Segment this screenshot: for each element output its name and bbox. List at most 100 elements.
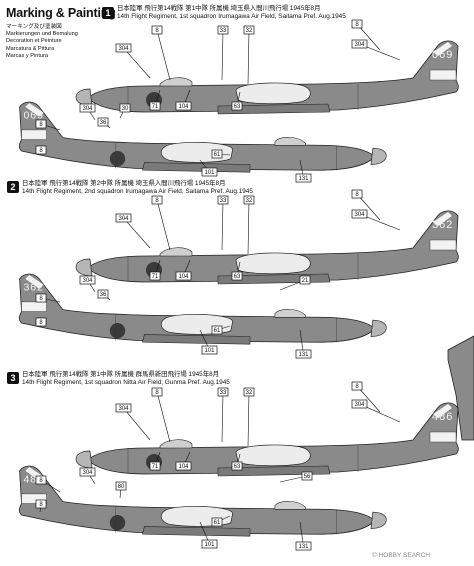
- callout-box: [149, 271, 161, 281]
- callout-label: 131: [298, 544, 309, 550]
- callout-label: 101: [204, 542, 215, 548]
- callout-box: [243, 195, 255, 205]
- translation-fr: Decoration et Peinture: [6, 38, 62, 45]
- translation-es: Marcas y Pintura: [6, 52, 48, 59]
- callout-label: 63: [234, 464, 241, 470]
- callout-label: 304: [354, 42, 365, 48]
- callout-box: [151, 387, 163, 397]
- callout-leader-line: [123, 217, 151, 249]
- callout-label: 63: [234, 104, 241, 110]
- callout-label: 8: [39, 122, 43, 128]
- scheme-number-1: 1: [102, 7, 114, 19]
- callout-leader-line: [221, 391, 224, 443]
- callout-box: [211, 149, 223, 159]
- scheme-2-jp: 日本陸軍 飛行第14戦隊 第2中隊 所属機 埼玉県入間川飛行場 1945年8月: [22, 180, 226, 187]
- callout-label: 80: [118, 484, 125, 490]
- scheme-2-code-left: 362: [23, 281, 43, 293]
- callout-label: 8: [155, 390, 159, 396]
- callout-label: 104: [178, 464, 189, 470]
- scheme-1-left-view: 069: [18, 101, 387, 173]
- footer-watermark: © HOBBY SEARCH: [372, 552, 431, 559]
- callout-box: [351, 399, 368, 409]
- callout-box: [151, 195, 163, 205]
- callout-label: 8: [39, 478, 43, 484]
- callout-box: [97, 289, 109, 299]
- scheme-1-code-right: 069: [432, 49, 453, 61]
- scheme-1-en: 14th Flight Regiment, 1st squadron Iruma…: [117, 13, 346, 20]
- callout-box: [175, 461, 192, 471]
- callout-label: 304: [82, 278, 93, 284]
- callout-box: [231, 101, 243, 111]
- callout-leader-line: [156, 29, 171, 81]
- callout-box: [201, 539, 218, 549]
- callout-box: [79, 467, 96, 477]
- callout-box: [211, 517, 223, 527]
- scheme-3-en: 14th Flight Regiment, 1st squadron Nitta…: [22, 379, 230, 386]
- callout-box: [295, 349, 312, 359]
- callout-box: [149, 461, 161, 471]
- callout-box: [301, 471, 313, 481]
- callout-label: 101: [204, 348, 215, 354]
- scheme-2-right-view: 362: [75, 210, 459, 285]
- callout-box: [175, 101, 192, 111]
- callout-label: 8: [155, 198, 159, 204]
- callout-label: 8: [355, 384, 359, 390]
- callout-box: [151, 25, 163, 35]
- callout-box: [299, 275, 311, 285]
- scheme-number-3: 3: [7, 372, 19, 384]
- callout-box: [295, 541, 312, 551]
- callout-box: [79, 103, 96, 113]
- callout-box: [35, 475, 47, 485]
- callout-box: [351, 39, 368, 49]
- scheme-3-code-right: 486: [432, 411, 453, 423]
- callout-label: 304: [354, 402, 365, 408]
- callout-label: 32: [246, 28, 253, 34]
- callout-box: [243, 387, 255, 397]
- callout-label: 8: [39, 320, 43, 326]
- callout-leader-line: [247, 199, 250, 255]
- callout-label: 36: [100, 120, 107, 126]
- callout-box: [35, 317, 47, 327]
- callout-leader-line: [156, 199, 171, 251]
- callout-leader-line: [247, 391, 250, 447]
- callout-label: 101: [204, 170, 215, 176]
- callout-box: [115, 43, 132, 53]
- page-title: Marking & Painting: [6, 6, 116, 20]
- scheme-2-code-right: 362: [432, 219, 453, 231]
- scheme-3-jp: 日本陸軍 飛行第14戦隊 第1中隊 所属機 群馬県新田飛行場 1945年8月: [22, 371, 220, 378]
- callout-label: 8: [355, 22, 359, 28]
- scheme-3-caption: 日本陸軍 飛行第14戦隊 第1中隊 所属機 群馬県新田飛行場 1945年8月 1…: [22, 371, 230, 387]
- scheme-2-left-view: 362: [18, 273, 387, 345]
- callout-label: 131: [298, 176, 309, 182]
- callout-box: [119, 103, 131, 113]
- callout-label: 304: [118, 406, 129, 412]
- translation-de: Markierungen und Bemalung: [6, 31, 78, 38]
- translation-ja: マーキング及び塗装図: [6, 24, 62, 30]
- callout-leader-line: [156, 391, 171, 443]
- callout-box: [35, 145, 47, 155]
- callout-label: 56: [304, 474, 311, 480]
- callout-label: 304: [118, 46, 129, 52]
- callout-box: [217, 387, 229, 397]
- callout-label: 63: [234, 274, 241, 280]
- callout-label: 61: [214, 520, 221, 526]
- callout-label: 104: [178, 104, 189, 110]
- callout-box: [115, 403, 132, 413]
- callout-label: 33: [220, 390, 227, 396]
- callout-leader-line: [221, 29, 224, 81]
- callout-label: 131: [298, 352, 309, 358]
- callout-label: 304: [82, 106, 93, 112]
- callout-box: [175, 271, 192, 281]
- callout-label: 304: [354, 212, 365, 218]
- callout-box: [295, 173, 312, 183]
- callout-label: 33: [220, 28, 227, 34]
- scheme-3-right-view: 486: [75, 402, 459, 477]
- callout-box: [115, 481, 127, 491]
- heading-translations: マーキング及び塗装図 Markierungen und Bemalung Dec…: [6, 24, 78, 60]
- scheme-number-2: 2: [7, 181, 19, 193]
- callout-box: [351, 19, 363, 29]
- callout-label: 71: [152, 274, 159, 280]
- callout-label: 304: [82, 470, 93, 476]
- scheme-1-code-left: 069: [23, 109, 43, 121]
- callout-label: 36: [100, 292, 107, 298]
